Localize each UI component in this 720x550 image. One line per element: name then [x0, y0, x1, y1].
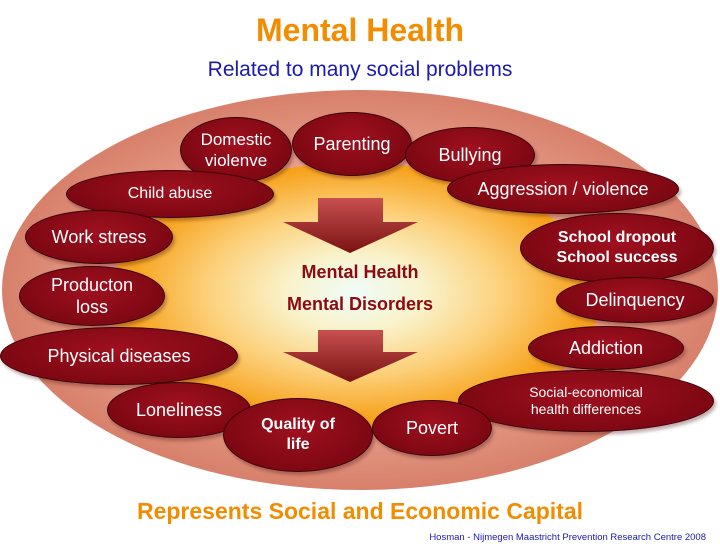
bubble-work-stress: Work stress — [25, 210, 173, 264]
bubble-school-dropout-success: School dropout School success — [520, 213, 714, 283]
inner-glow — [110, 163, 600, 433]
footer-caption: Represents Social and Economic Capital — [136, 498, 584, 524]
bubble-delinquency: Delinquency — [556, 277, 714, 323]
bubble-parenting: Parenting — [292, 112, 412, 176]
bubble-aggression-violence: Aggression / violence — [447, 164, 679, 214]
bubble-quality-of-life: Quality of life — [223, 398, 373, 472]
center-label-mental-disorders: Mental Disorders — [286, 294, 434, 314]
bubble-physical-diseases: Physical diseases — [0, 327, 238, 385]
credit-line: Hosman - Nijmegen Maastricht Prevention … — [429, 532, 706, 543]
school-success-label: School success — [556, 249, 678, 266]
page-title: Mental Health — [255, 12, 465, 48]
arrow-down-bottom — [283, 330, 418, 382]
bubble-production-loss: Producton loss — [19, 266, 165, 326]
bubble-poverty: Povert — [372, 400, 492, 456]
center-label-mental-health: Mental Health — [301, 262, 419, 282]
bubble-social-economical: Social-economical health differences — [458, 370, 714, 432]
page-subtitle: Related to many social problems — [207, 58, 513, 81]
arrow-down-top — [283, 198, 418, 253]
school-dropout-label: School dropout — [557, 229, 677, 246]
bubble-addiction: Addiction — [528, 326, 684, 370]
